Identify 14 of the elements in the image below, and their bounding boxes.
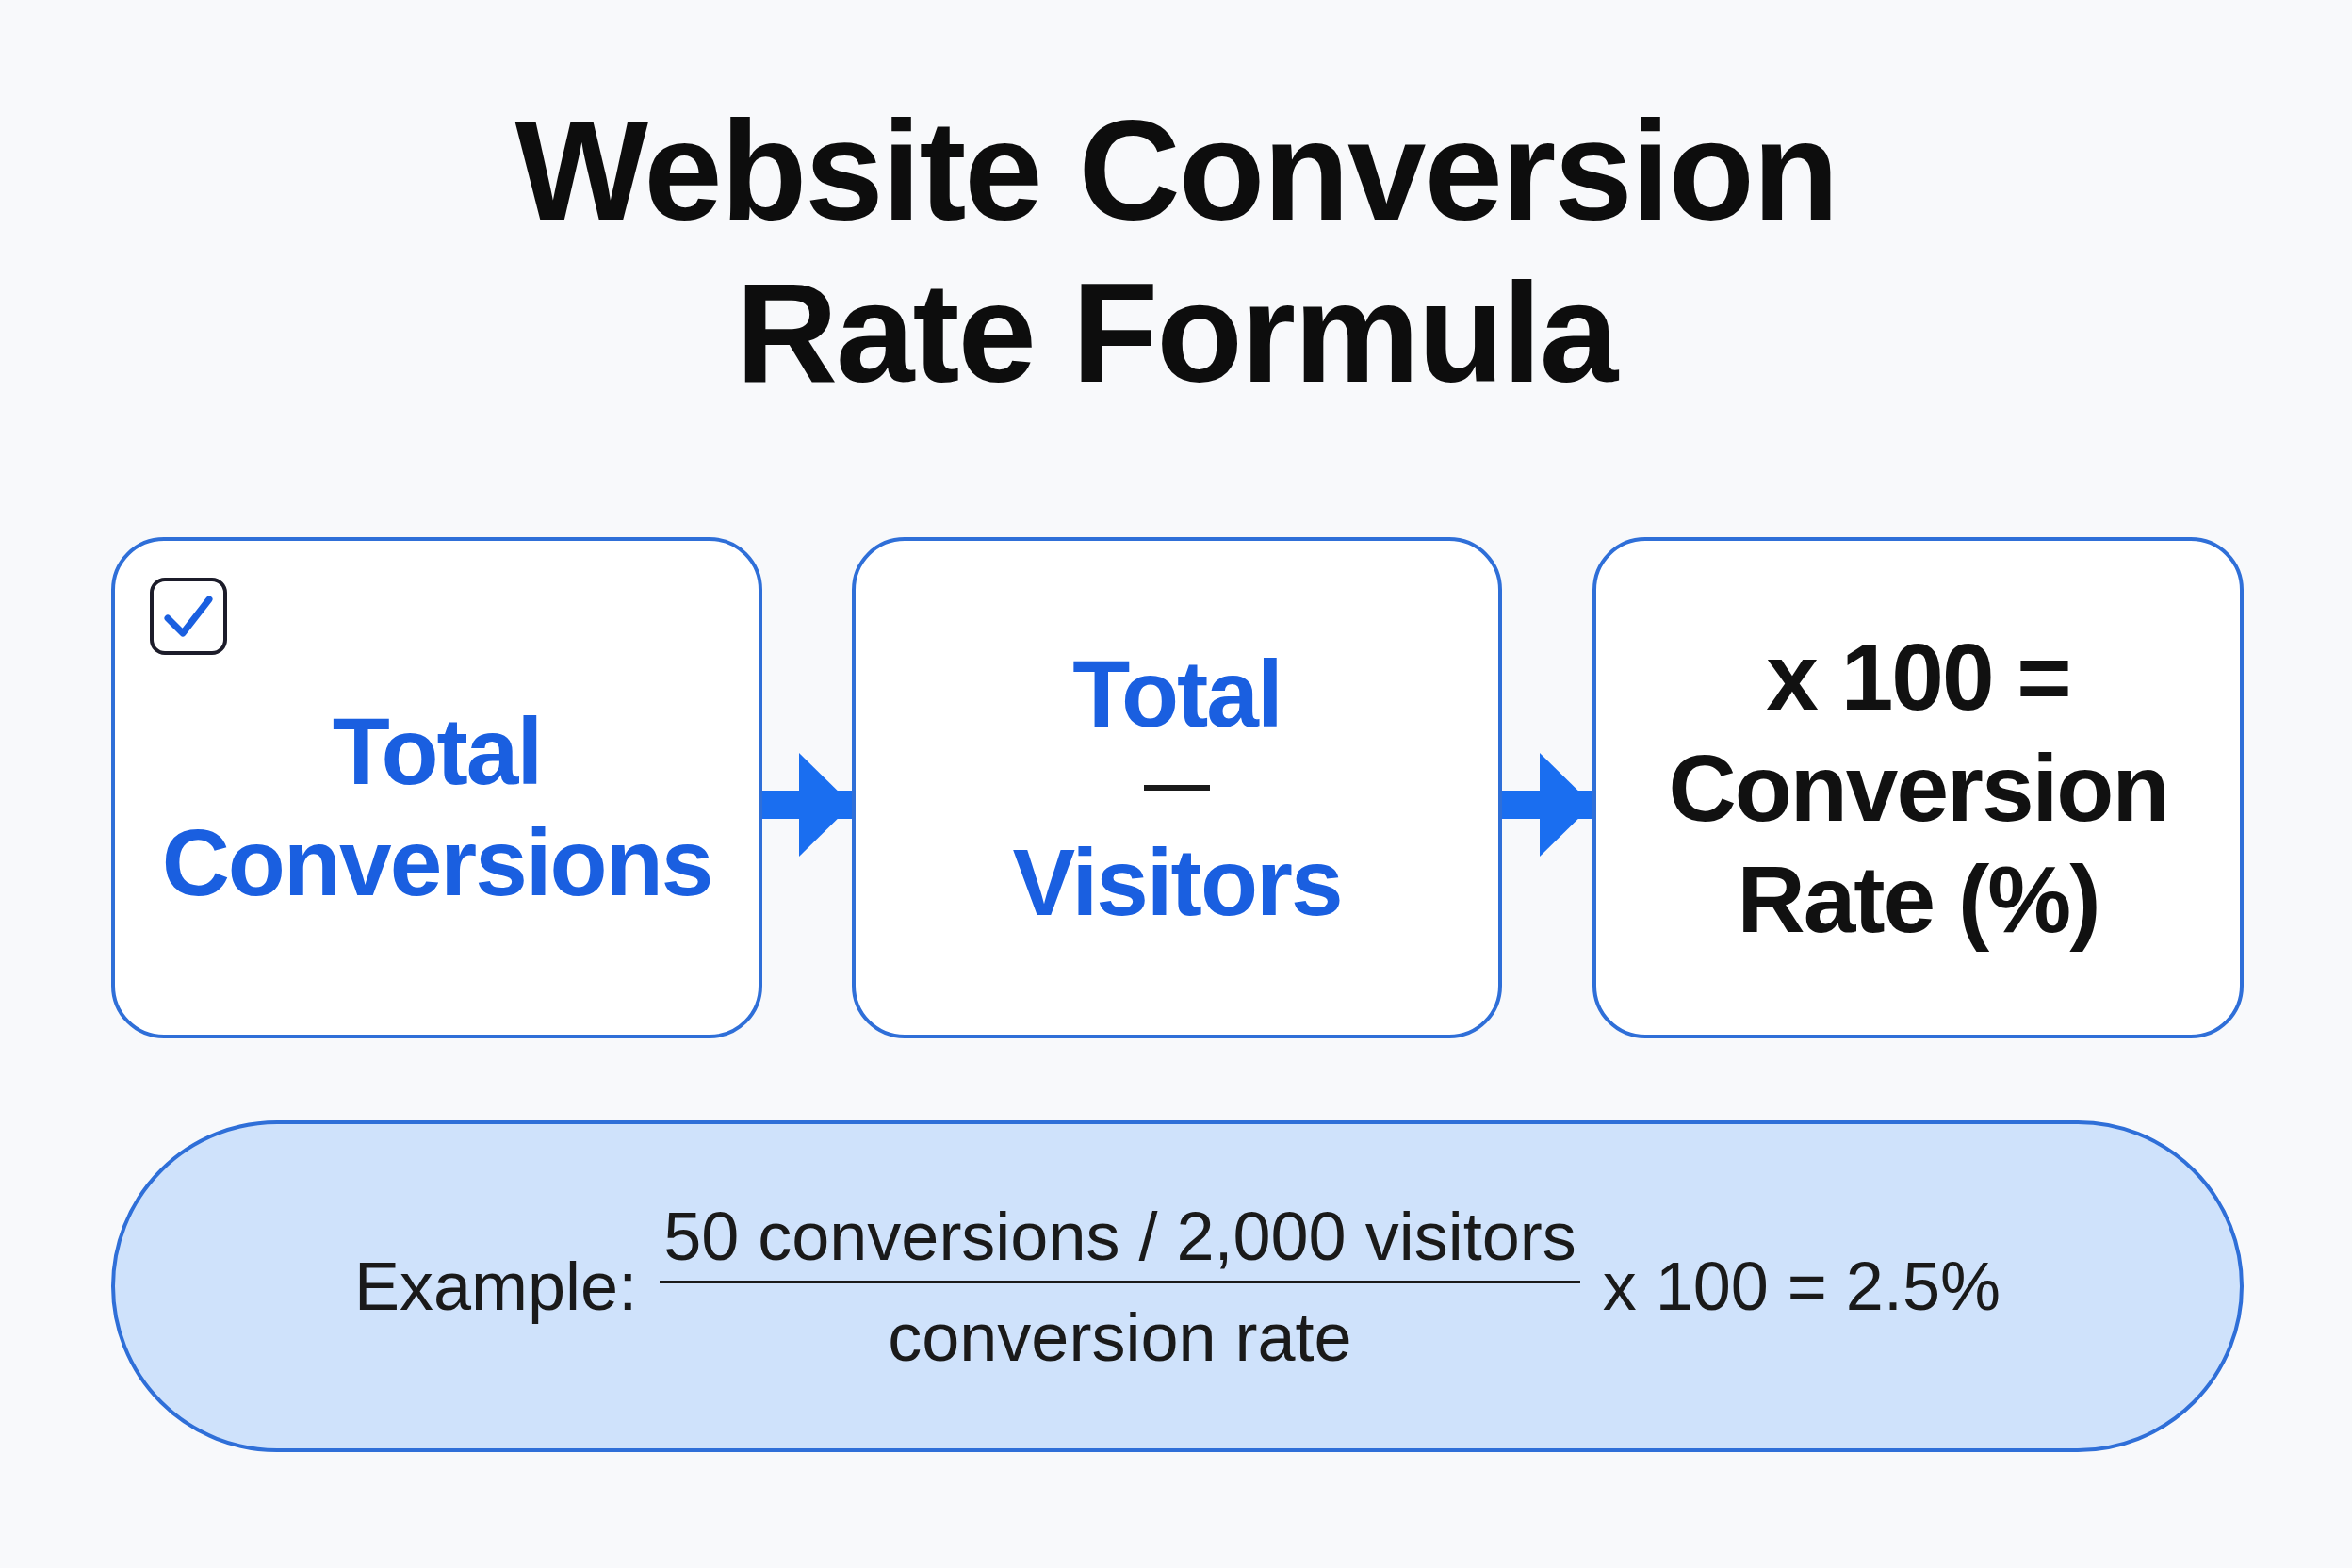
formula-box [1592, 537, 2244, 1038]
example-result: x 100 = 2.5% [1602, 1248, 2001, 1325]
box-label: Total Conversions [160, 697, 713, 917]
box-label: x 100 = Conversion Rate (%) [1667, 623, 2169, 954]
formula-box [111, 537, 762, 1038]
arrow [762, 753, 852, 857]
fraction-numerator: 50 conversions / 2,000 visitors [660, 1197, 1580, 1283]
arrow [1502, 753, 1592, 857]
diagram-title: Website Conversion Rate Formula [514, 90, 1838, 414]
example-label: Example: [354, 1248, 638, 1325]
box-label: Visitors [1012, 828, 1342, 937]
formula-box [852, 537, 1502, 1038]
fraction-denominator: conversion rate [888, 1298, 1352, 1376]
box-label: Total [1072, 640, 1282, 748]
